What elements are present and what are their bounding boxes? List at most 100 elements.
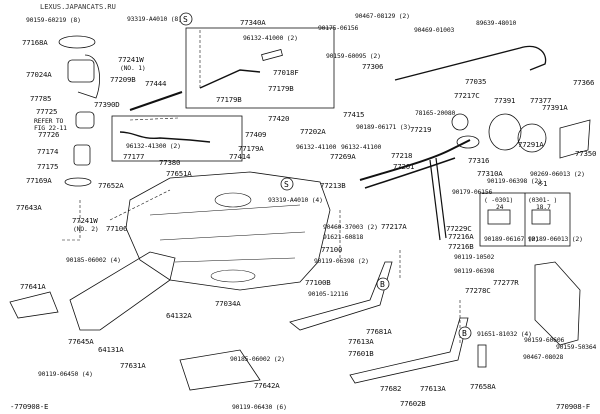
part-label: 90119-06430 (6)	[232, 403, 287, 411]
part-label: 90185-06002 (2)	[230, 355, 285, 363]
part-label: 77613A	[348, 337, 374, 346]
part-label: 96132-41100	[341, 143, 382, 151]
part-label: 77219	[410, 125, 432, 134]
part-label: 77645A	[68, 337, 94, 346]
note-marker: ※1	[537, 179, 548, 188]
note-dim-1: 24	[496, 203, 504, 211]
part-label: 93319-A4010 (4)	[268, 196, 323, 204]
protector-64131A	[69, 251, 176, 331]
part-label: (NO. 1)	[120, 64, 146, 72]
part-label: 77034A	[215, 299, 241, 308]
part-label: 96132-41300 (2)	[126, 142, 181, 150]
part-label: 90159-60606	[524, 336, 565, 344]
part-label: 77216A	[448, 232, 474, 241]
part-label: 77209B	[110, 75, 136, 84]
part-label: 90119-10502	[454, 253, 495, 261]
part-label: 77409	[245, 130, 267, 139]
kit-box-77409	[111, 115, 243, 162]
s-marker: S	[179, 12, 193, 26]
gasket-77168A	[58, 35, 96, 49]
part-label: 77201	[393, 162, 415, 171]
part-label: 90119-06398	[454, 267, 495, 275]
part-label: 77241W	[72, 216, 98, 225]
part-label: 77631A	[120, 361, 146, 370]
part-label: 77169A	[26, 176, 52, 185]
filter-77024A	[67, 59, 95, 83]
svg-text:S: S	[183, 15, 188, 24]
part-label: 77316	[468, 156, 490, 165]
b-marker: B	[376, 277, 390, 291]
part-label: 77641A	[20, 282, 46, 291]
part-label: 77726	[38, 130, 60, 139]
part-label: 96132-41000 (2)	[243, 34, 298, 42]
part-label: 90119-06398 (2)	[314, 257, 369, 265]
part-label: 90467-08028	[523, 353, 564, 361]
part-label: 77306	[362, 62, 384, 71]
part-label: 90119-06398 (2)	[487, 177, 542, 185]
part-label: 77377	[530, 96, 552, 105]
part-label: 77216B	[448, 242, 474, 251]
part-label: 77310A	[477, 169, 503, 178]
note-range-1: ( -0301)	[484, 196, 514, 204]
part-label: 77350	[575, 149, 597, 158]
part-label: 77035	[465, 77, 487, 86]
part-label: 64132A	[166, 311, 192, 320]
part-label: 90119-06450 (4)	[38, 370, 93, 378]
part-label: 77168A	[22, 38, 48, 47]
part-label: 77018F	[273, 68, 299, 77]
part-label: 90467-08129 (2)	[355, 12, 410, 20]
figure-code-right: 770908-F	[556, 402, 590, 411]
part-label: 77391	[494, 96, 516, 105]
part-label: 90159-60095 (2)	[326, 52, 381, 60]
part-label: 77390D	[94, 100, 120, 109]
part-label: 77100	[321, 245, 343, 254]
fuel-tank	[125, 171, 331, 291]
s-marker: S	[280, 177, 294, 191]
part-label: 77241W	[118, 55, 144, 64]
part-label: 77658A	[470, 382, 496, 391]
part-label: 77380	[159, 158, 181, 167]
part-label: 77366	[573, 78, 595, 87]
part-label: 77175	[37, 162, 59, 171]
watermark: LEXUS.JAPANCATS.RU	[40, 3, 116, 11]
part-label: 90179-06156	[452, 188, 493, 196]
svg-text:B: B	[462, 329, 467, 338]
part-label: 90159-60219 (8)	[26, 16, 81, 24]
part-label: (NO. 2)	[73, 225, 99, 233]
part-label: 77444	[145, 79, 167, 88]
part-label: 77213B	[320, 181, 346, 190]
part-label: 77269A	[330, 152, 356, 161]
part-label: 77291A	[518, 140, 544, 149]
part-label: 77177	[123, 152, 145, 161]
part-label: 77179B	[216, 95, 242, 104]
part-label: 77229C	[446, 224, 472, 233]
part-label: 77217C	[454, 91, 480, 100]
part-label: 77277R	[493, 278, 519, 287]
part-label: 90460-37003 (2)	[323, 223, 378, 231]
protector-77277R	[534, 261, 581, 346]
part-label: 77179B	[268, 84, 294, 93]
part-label: 77613A	[420, 384, 446, 393]
part-label: 89639-48010	[476, 19, 517, 27]
part-label: REFER TO	[34, 117, 64, 125]
part-label: 78165-20080	[415, 109, 456, 117]
part-label: 77100B	[305, 278, 331, 287]
part-label: 77391A	[542, 103, 568, 112]
part-label: 96132-41100	[296, 143, 337, 151]
part-label: 77179A	[238, 144, 264, 153]
part-label: 77217A	[381, 222, 407, 231]
part-label: 77681A	[366, 327, 392, 336]
part-label: 77415	[343, 110, 365, 119]
part-label: 77682	[380, 384, 402, 393]
part-label: 77202A	[300, 127, 326, 136]
part-label: 90105-12116	[308, 290, 349, 298]
part-label: 64131A	[98, 345, 124, 354]
part-label: 77652A	[98, 181, 124, 190]
part-label: 77414	[229, 152, 251, 161]
part-label: 93319-A4010 (8)	[127, 15, 182, 23]
hose-77209B	[77, 54, 100, 99]
shield-77641A	[9, 291, 59, 319]
part-label: 77340A	[240, 18, 266, 27]
part-label: 77420	[268, 114, 290, 123]
